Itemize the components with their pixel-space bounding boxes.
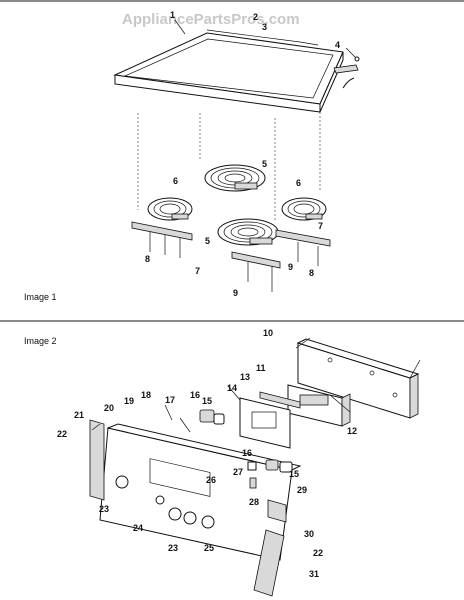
part-21-end-cap bbox=[89, 419, 105, 501]
callout-4: 4 bbox=[335, 40, 340, 50]
callout-23-bottom: 23 bbox=[168, 543, 178, 553]
callout-13: 13 bbox=[240, 372, 250, 382]
part-7-rail-front bbox=[231, 251, 281, 269]
callout-20: 20 bbox=[104, 403, 114, 413]
element-5-rear bbox=[204, 164, 266, 192]
callout-2: 2 bbox=[253, 12, 258, 22]
callout-21: 21 bbox=[74, 410, 84, 420]
callout-9-right: 9 bbox=[288, 262, 293, 272]
callout-25: 25 bbox=[204, 543, 214, 553]
callout-6-left: 6 bbox=[173, 176, 178, 186]
section-label-image-2: Image 2 bbox=[24, 336, 57, 346]
callout-30: 30 bbox=[304, 529, 314, 539]
part-29-bracket bbox=[267, 499, 287, 523]
callout-7-right: 7 bbox=[318, 221, 323, 231]
callout-31: 31 bbox=[309, 569, 319, 579]
callout-29: 29 bbox=[297, 485, 307, 495]
callout-15-lower: 15 bbox=[289, 469, 299, 479]
callout-10: 10 bbox=[263, 328, 273, 338]
part-15-knob-upper bbox=[199, 409, 225, 425]
element-6-right bbox=[281, 197, 327, 221]
callout-7-left: 7 bbox=[195, 266, 200, 276]
callout-14: 14 bbox=[227, 383, 237, 393]
callout-28: 28 bbox=[249, 497, 259, 507]
callout-26: 26 bbox=[206, 475, 216, 485]
callout-8-left: 8 bbox=[145, 254, 150, 264]
callout-23-left: 23 bbox=[99, 504, 109, 514]
part-28-clip bbox=[249, 477, 257, 489]
callout-12: 12 bbox=[347, 426, 357, 436]
callout-9-front: 9 bbox=[233, 288, 238, 298]
callout-5-front: 5 bbox=[205, 236, 210, 246]
callout-24: 24 bbox=[133, 523, 143, 533]
callout-22-left: 22 bbox=[57, 429, 67, 439]
callout-5-rear: 5 bbox=[262, 159, 267, 169]
callout-3: 3 bbox=[262, 22, 267, 32]
part-30-side-trim bbox=[253, 529, 285, 597]
part-13-bracket bbox=[259, 391, 301, 409]
callout-27: 27 bbox=[233, 467, 243, 477]
element-5-front bbox=[217, 218, 279, 246]
part-4-bracket bbox=[333, 64, 359, 74]
callout-17: 17 bbox=[165, 395, 175, 405]
callout-6-right: 6 bbox=[296, 178, 301, 188]
callout-16-lower: 16 bbox=[242, 448, 252, 458]
callout-1: 1 bbox=[170, 10, 175, 20]
part-17-screw bbox=[179, 417, 191, 433]
callout-8-right: 8 bbox=[309, 268, 314, 278]
image1-group: 1 2 3 4 5 6 6 5 7 7 8 8 9 9 Image 1 bbox=[24, 10, 360, 302]
part-7-rail-left bbox=[131, 221, 193, 241]
part-27-spring bbox=[247, 461, 257, 471]
callout-11: 11 bbox=[256, 363, 266, 373]
element-6-left bbox=[147, 197, 193, 221]
section-label-image-1: Image 1 bbox=[24, 292, 57, 302]
part-14-overlay bbox=[239, 397, 291, 449]
image2-group: Image 2 bbox=[24, 328, 421, 597]
callout-16-upper: 16 bbox=[190, 390, 200, 400]
part-7-rail-right bbox=[275, 229, 331, 247]
callout-19: 19 bbox=[124, 396, 134, 406]
part-15-knob-lower bbox=[265, 459, 293, 473]
watermark: AppliancePartsPros.com bbox=[122, 11, 300, 28]
callout-15-upper: 15 bbox=[202, 396, 212, 406]
callout-22-right: 22 bbox=[313, 548, 323, 558]
callout-18: 18 bbox=[141, 390, 151, 400]
